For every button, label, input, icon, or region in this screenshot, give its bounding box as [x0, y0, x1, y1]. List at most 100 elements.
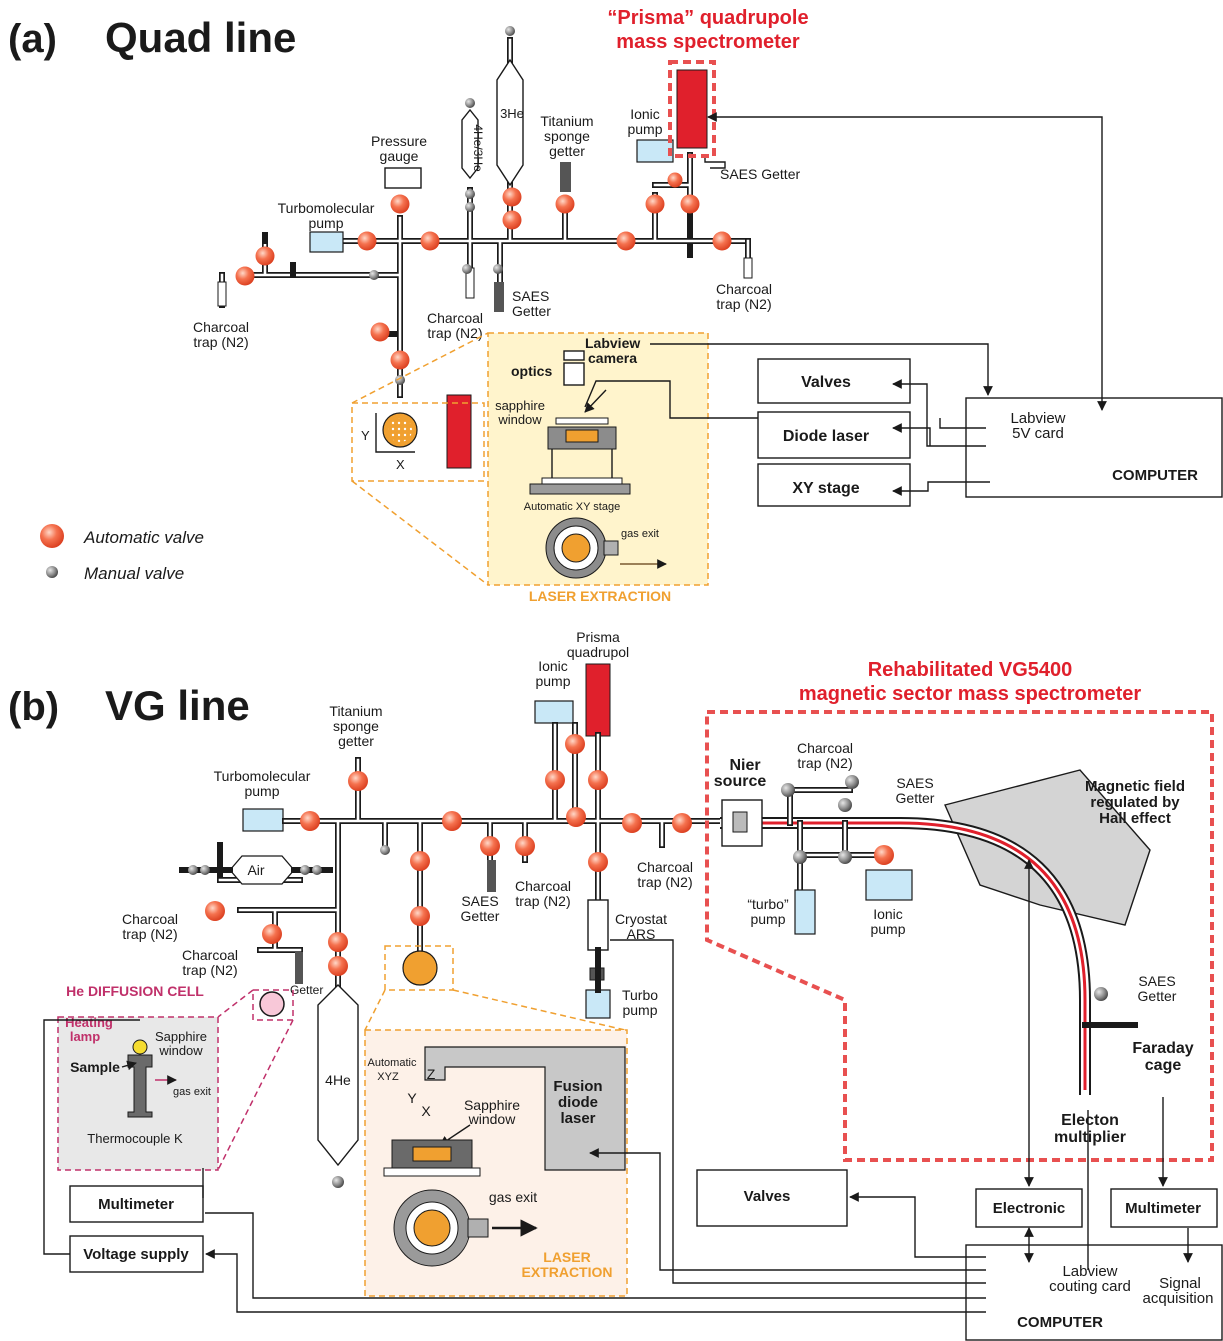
flange-b — [393, 1189, 489, 1267]
turbo-pump-a — [309, 231, 344, 253]
labview-b-2: couting card — [1049, 1278, 1131, 1295]
labview-b-1: Labview — [1062, 1263, 1117, 1280]
diffusion-cell-port — [259, 991, 285, 1017]
air-label: Air — [247, 862, 264, 878]
charcoal-a-mid-1: Charcoal — [427, 310, 483, 326]
getter-small-label: Getter — [290, 983, 323, 997]
faraday-2: cage — [1145, 1057, 1182, 1074]
labview-card-a-2: 5V card — [1012, 425, 1064, 442]
magnetic-field-1: Magnetic field — [1085, 778, 1185, 795]
charcoal-a-mid-2: trap (N2) — [427, 325, 482, 341]
heating-lamp-2: lamp — [70, 1029, 100, 1044]
pressure-gauge-a-2: gauge — [380, 148, 419, 164]
valves-b-label: Valves — [744, 1188, 791, 1205]
laser-a — [446, 394, 472, 469]
saes-getter-a-mid — [494, 282, 504, 312]
ionic-pump-a — [636, 139, 674, 163]
titanium-a-1: Titanium — [540, 113, 593, 129]
sapphire-cell-2: window — [158, 1043, 203, 1058]
saes-b-1: SAES — [461, 893, 498, 909]
vg-highlight — [705, 710, 1214, 1162]
charcoal-a-left-2: trap (N2) — [193, 334, 248, 350]
prisma-spectrometer-b — [585, 663, 611, 737]
sample-holder-b — [402, 950, 438, 986]
laser-extraction-b-1: LASER — [543, 1249, 590, 1265]
laser-extraction-label-a: LASER EXTRACTION — [529, 588, 671, 604]
turbo-small-2: pump — [622, 1002, 657, 1018]
automatic-xyz-2: XYZ — [377, 1071, 399, 1083]
ionic-pump-b-2: pump — [535, 673, 570, 689]
zoom-lines-b — [364, 989, 626, 1031]
sapphire-a-1: sapphire — [495, 398, 545, 413]
saes-vg2-2: Getter — [1138, 988, 1177, 1004]
charcoal-b-left1-2: trap (N2) — [122, 926, 177, 942]
saes-a-mid-2: Getter — [512, 303, 551, 319]
he3-label: 3He — [500, 106, 524, 121]
charcoal-vg-1: Charcoal — [797, 740, 853, 756]
labview-card-a-1: Labview — [1010, 410, 1065, 427]
xyz-stage-b — [424, 1046, 626, 1171]
he-diffusion-title: He DIFFUSION CELL — [66, 983, 204, 999]
prisma-title-a1: “Prisma” quadrupole — [607, 7, 808, 29]
labview-camera-a-2: camera — [588, 350, 637, 366]
titanium-b-3: getter — [338, 733, 374, 749]
multimeter-box-left — [69, 1185, 204, 1223]
getter-small — [295, 952, 303, 984]
charcoal-vg-2: trap (N2) — [797, 755, 852, 771]
electronic-label: Electronic — [993, 1200, 1066, 1217]
pipes-b — [217, 722, 723, 988]
charcoal-b-left1-1: Charcoal — [122, 911, 178, 927]
wires-b — [43, 859, 1193, 1313]
valves-a — [235, 26, 732, 385]
he4he3-label: 4He/3He — [471, 124, 485, 172]
turbo-pump-a-2: pump — [308, 215, 343, 231]
ion-beam — [730, 821, 1087, 1090]
charcoal-b-right-2: trap (N2) — [637, 874, 692, 890]
legend-automatic-valve: Automatic valve — [83, 528, 204, 547]
saes-vg-1: SAES — [896, 775, 933, 791]
valves-a-label: Valves — [801, 374, 851, 391]
prisma-b-2: quadrupol — [567, 644, 629, 660]
magnet — [944, 769, 1151, 926]
ionic-pump-a-2: pump — [627, 121, 662, 137]
charcoal-b-mid-1: Charcoal — [515, 878, 571, 894]
axis-z-b: Z — [427, 1066, 436, 1082]
flange-a — [545, 517, 619, 579]
gas-exit-cell: gas exit — [173, 1086, 211, 1098]
cell-frame-a — [351, 402, 485, 482]
multimeter-box-right — [1110, 1188, 1218, 1228]
prisma-b-1: Prisma — [576, 629, 620, 645]
diffusion-zoom-frame — [252, 989, 294, 1021]
saes-getter-b — [487, 860, 496, 892]
gas-exit-a: gas exit — [621, 528, 659, 540]
optics-a — [563, 362, 585, 386]
panel-b-letter: (b) — [8, 685, 59, 729]
charcoal-b-left2-2: trap (N2) — [182, 962, 237, 978]
panel-a-title: Quad line — [105, 14, 296, 61]
heating-lamp-1: Heating — [65, 1015, 113, 1030]
titanium-b-2: sponge — [333, 718, 379, 734]
titanium-getter-a — [560, 162, 571, 192]
flight-tube-inner — [720, 819, 1089, 1095]
charcoal-a-left-1: Charcoal — [193, 319, 249, 335]
he4-label: 4He — [325, 1072, 351, 1088]
pressure-gauge-a-1: Pressure — [371, 133, 427, 149]
zoom-lines-a — [351, 332, 489, 586]
optics-a-label: optics — [511, 363, 552, 379]
cryostat — [587, 899, 609, 951]
cryostat-2: ARS — [627, 926, 656, 942]
sapphire-a-2: window — [497, 412, 542, 427]
charcoal-b-left2-1: Charcoal — [182, 947, 238, 963]
labview-camera-a-1: Labview — [585, 335, 640, 351]
stage-b — [383, 1139, 481, 1177]
vg-title-2: magnetic sector mass spectrometer — [799, 683, 1142, 705]
turbo-pump-b — [242, 808, 284, 832]
multimeter-right-label: Multimeter — [1125, 1200, 1201, 1217]
computer-box-a — [965, 397, 1223, 498]
xy-stage-box-a-label: XY stage — [792, 480, 859, 497]
computer-b-label: COMPUTER — [1017, 1314, 1103, 1331]
sample-arrow — [121, 1060, 137, 1071]
sapphire-arrow-a — [584, 389, 607, 413]
